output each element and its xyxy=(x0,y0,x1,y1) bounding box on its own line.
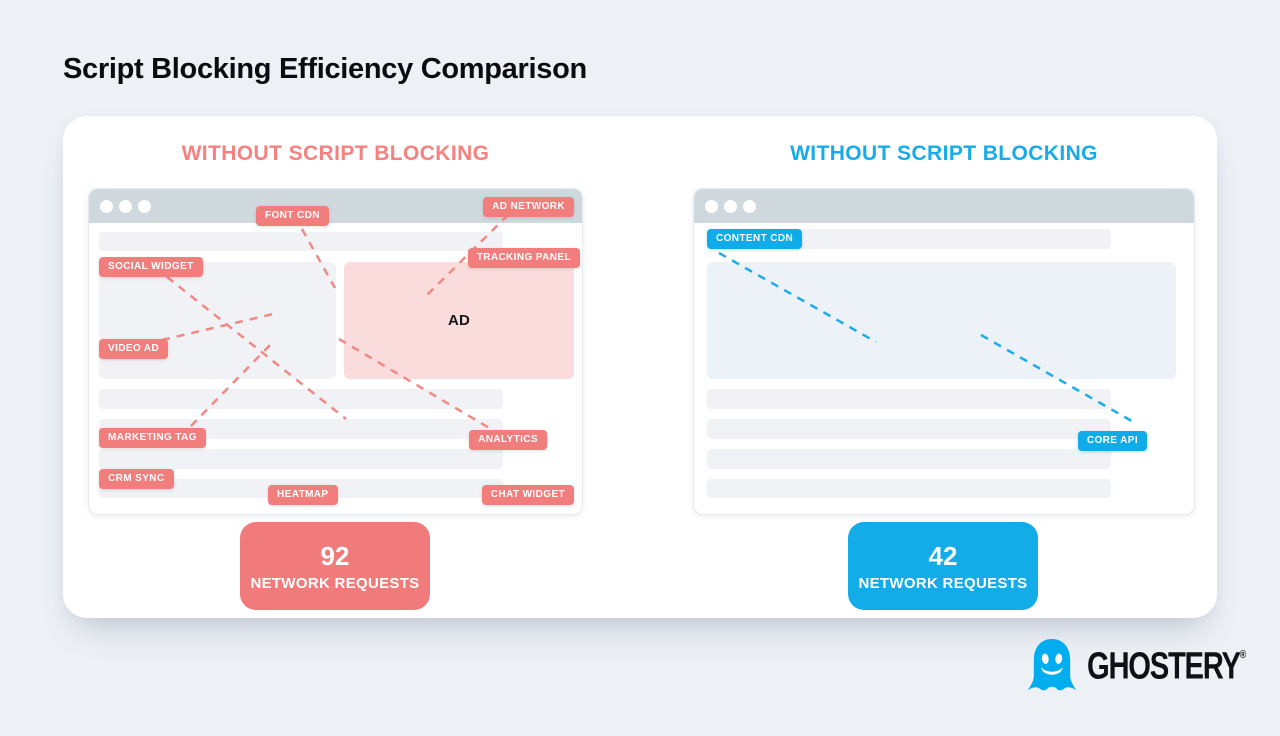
tracker-label-video-ad: VIDEO AD xyxy=(99,339,169,359)
content-placeholder-bar xyxy=(707,449,1111,469)
browser-mockup-without-blocking: AD FONT CDN AD NETWORK SOCIAL WIDGET TRA… xyxy=(88,188,583,515)
comparison-card: WITHOUT SCRIPT BLOCKING WITHOUT SCRIPT B… xyxy=(63,116,1217,618)
content-placeholder-block xyxy=(99,262,336,379)
ghostery-wordmark: GHOSTERY® xyxy=(1087,644,1246,688)
tracker-label-core-api: CORE API xyxy=(1077,431,1147,451)
page-title: Script Blocking Efficiency Comparison xyxy=(63,53,587,85)
brand-text: GHOSTERY xyxy=(1087,644,1241,687)
stat-value: 42 xyxy=(928,540,958,571)
browser-chrome-bar xyxy=(694,189,1194,223)
network-requests-stat-without: 92 NETWORK REQUESTS xyxy=(240,522,430,610)
browser-mockup-with-blocking: CONTENT CDN CORE API xyxy=(693,188,1195,515)
ghostery-logo: GHOSTERY® xyxy=(1026,638,1272,694)
tracker-label-ad-network: AD NETWORK xyxy=(483,197,574,217)
tracker-label-marketing-tag: MARKETING TAG xyxy=(99,428,206,448)
content-placeholder-bar xyxy=(707,479,1111,498)
network-requests-stat-with: 42 NETWORK REQUESTS xyxy=(848,522,1038,610)
ghostery-ghost-icon xyxy=(1027,639,1077,691)
registered-mark: ® xyxy=(1239,648,1247,661)
left-column-heading: WITHOUT SCRIPT BLOCKING xyxy=(181,142,490,165)
tracker-label-font-cdn: FONT CDN xyxy=(256,206,329,226)
window-dot-icon xyxy=(138,200,151,213)
tracker-label-crm-sync: CRM SYNC xyxy=(99,469,174,489)
content-placeholder-bar xyxy=(99,389,503,409)
content-placeholder-bar xyxy=(99,232,503,251)
stat-value: 92 xyxy=(320,540,350,571)
stat-caption: NETWORK REQUESTS xyxy=(858,574,1028,592)
content-placeholder-bar xyxy=(99,449,503,469)
window-dot-icon xyxy=(743,200,756,213)
content-placeholder-bar xyxy=(707,419,1111,439)
content-placeholder-block xyxy=(707,262,1176,379)
tracker-label-social-widget: SOCIAL WIDGET xyxy=(99,257,203,277)
window-dot-icon xyxy=(705,200,718,213)
window-dot-icon xyxy=(724,200,737,213)
window-dot-icon xyxy=(119,200,132,213)
tracker-label-tracking-panel: TRACKING PANEL xyxy=(467,248,580,268)
right-column-heading: WITHOUT SCRIPT BLOCKING xyxy=(790,142,1098,165)
tracker-label-heatmap: HEATMAP xyxy=(268,485,338,505)
window-dot-icon xyxy=(100,200,113,213)
tracker-label-content-cdn: CONTENT CDN xyxy=(707,229,803,249)
ad-placeholder-text: AD xyxy=(447,312,471,329)
tracker-label-chat-widget: CHAT WIDGET xyxy=(481,485,574,505)
stat-caption: NETWORK REQUESTS xyxy=(250,574,420,592)
content-placeholder-bar xyxy=(707,229,1111,249)
ad-placeholder-box: AD xyxy=(344,262,574,379)
content-placeholder-bar xyxy=(707,389,1111,409)
tracker-label-analytics: ANALYTICS xyxy=(469,430,547,450)
